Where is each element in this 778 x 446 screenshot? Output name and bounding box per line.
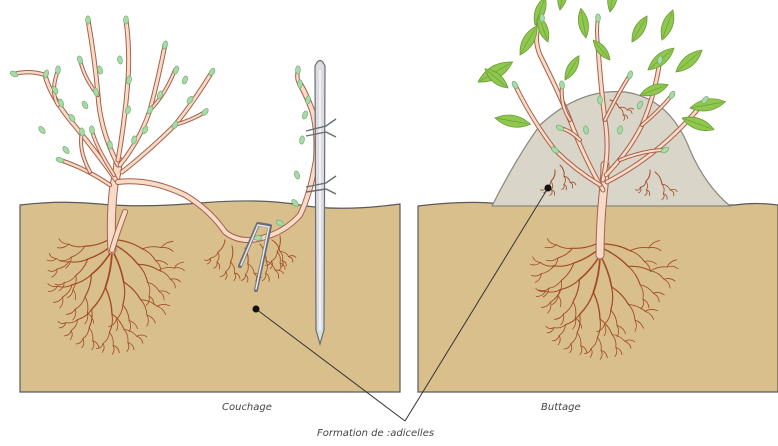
bud [156,90,163,100]
bud [89,125,95,134]
leaf [556,0,570,11]
bud [55,156,65,163]
bud [42,69,49,79]
bud [296,66,301,74]
bud [117,55,123,64]
bud [86,16,91,24]
bud [162,40,169,49]
caption-buttage: Buttage [541,402,581,413]
caption-couchage: Couchage [222,402,272,413]
bud [124,16,129,24]
bud [81,100,89,110]
bud [540,14,545,22]
bud [293,170,300,180]
callout-dot-right [545,185,552,192]
bud [299,135,305,144]
left-panel [20,201,400,392]
callout-dot-left [253,306,260,313]
bud [626,70,633,80]
leaf [606,0,620,13]
soil-block-left [20,201,400,392]
bud [76,55,83,65]
bud [172,65,179,75]
caption-formation-radicelles: Formation de :adicelles [317,428,434,439]
bud [298,80,303,88]
bud [56,66,61,74]
bud [181,75,188,85]
bud [61,145,70,155]
bud [596,14,601,22]
bud [254,236,262,241]
stem-fill [88,20,118,165]
bud [37,125,46,135]
bud [146,105,154,115]
bud [301,110,308,120]
bud [107,141,113,150]
bud [597,96,603,105]
stake-icon [315,61,325,345]
